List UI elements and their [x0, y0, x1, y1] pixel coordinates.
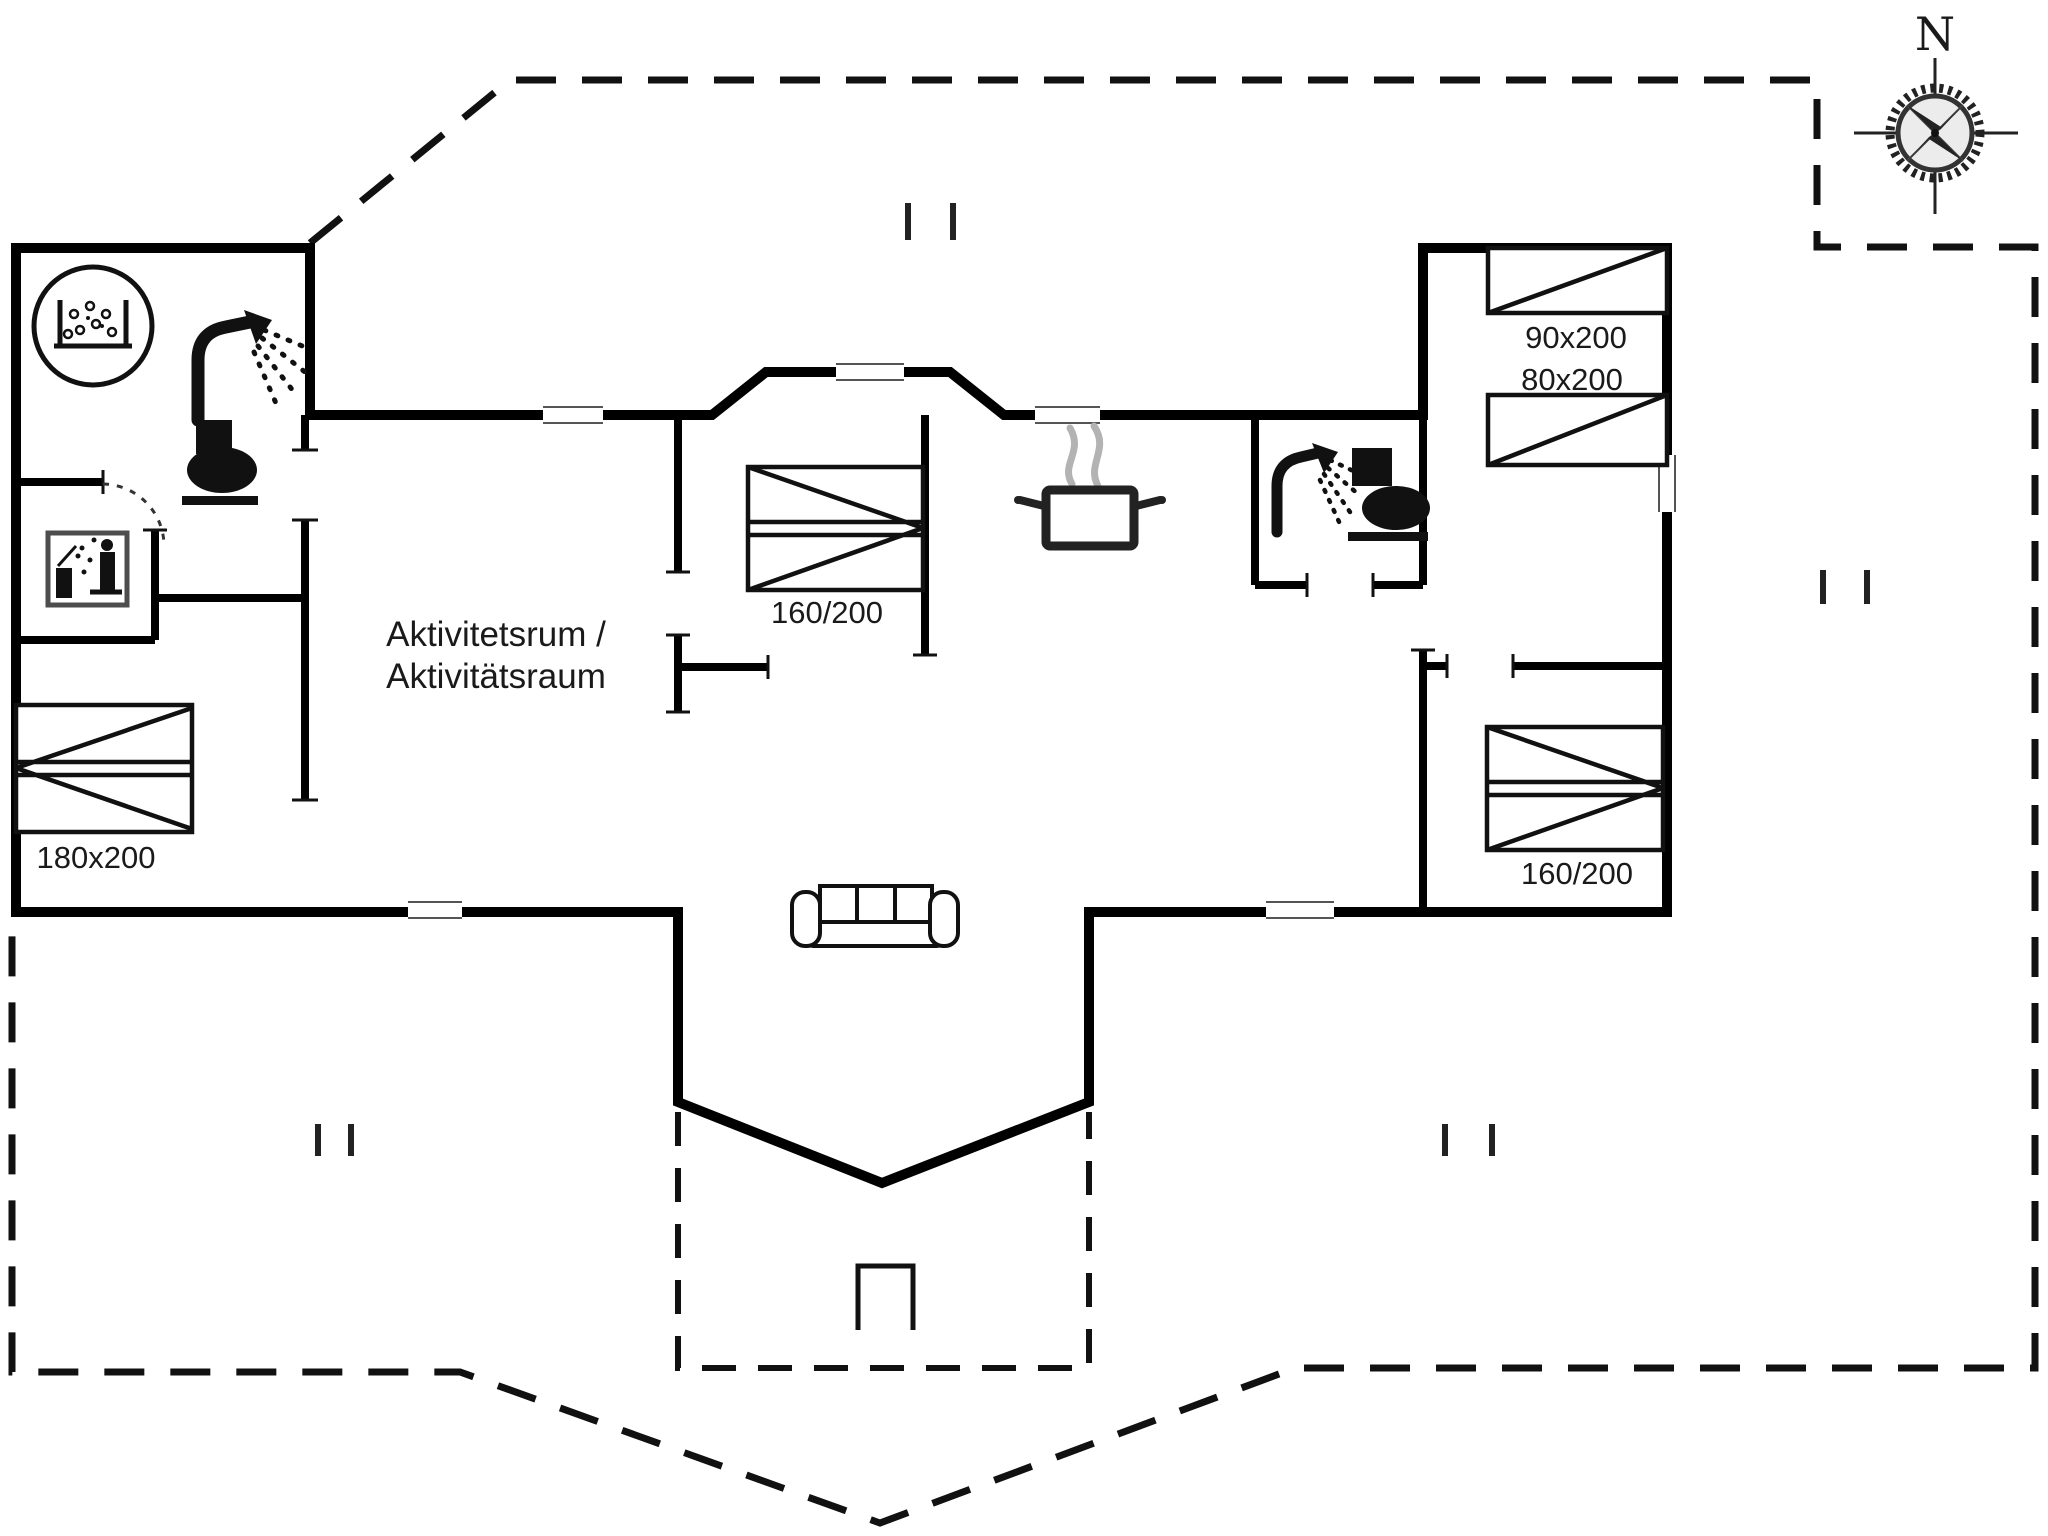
bed-label-northeast-top: 90x200 [1525, 320, 1627, 355]
window-north-2 [836, 361, 904, 383]
beds [13, 245, 1670, 853]
windows [408, 361, 1678, 921]
cooking-pot-icon [1014, 422, 1166, 551]
door-swing-arc [102, 482, 166, 546]
window-north-1 [543, 404, 603, 426]
opening-mark-bottom-right [1442, 1124, 1495, 1156]
bed-northeast-bottom-single [1485, 392, 1670, 468]
opening-mark-bottom-left [315, 1124, 354, 1156]
bed-label-northeast-bottom: 80x200 [1521, 362, 1623, 397]
bed-label-southwest: 180x200 [37, 840, 156, 875]
activity-room-label-line1: Aktivitetsrum / [386, 615, 606, 654]
whirlpool-tub-icon [31, 264, 155, 388]
opening-mark-top [905, 203, 956, 240]
wall-end-ticks [101, 448, 1515, 802]
bed-northeast-top-single [1485, 245, 1670, 316]
sofa-icon [790, 884, 960, 948]
toilet-icon [182, 420, 258, 505]
window-south-west [408, 899, 462, 921]
shower-icon-2 [1271, 443, 1367, 538]
middle-terrace-dashed [675, 1112, 1092, 1371]
bed-southwest-double [13, 702, 195, 835]
north-label: N [1915, 7, 1955, 61]
toilet-icon-2 [1348, 448, 1430, 541]
opening-mark-right [1820, 570, 1870, 604]
bed-label-southeast: 160/200 [1521, 856, 1633, 891]
bed-label-middle: 160/200 [771, 595, 883, 630]
terrace-boundary [8, 76, 2039, 1527]
bed-southeast-double [1484, 724, 1666, 853]
sauna-icon [45, 530, 130, 608]
window-south-east [1266, 899, 1334, 921]
boundary-opening-marks [315, 203, 1870, 1156]
plot-outline-dashed [8, 76, 2039, 1527]
compass-rose-icon: N [1854, 7, 2018, 214]
house-walls [11, 243, 1672, 1189]
shower-icon [191, 310, 315, 427]
window-north-3 [1035, 404, 1100, 426]
activity-room-label-line2: Aktivitätsraum [386, 657, 606, 696]
labels: Aktivitetsrum / Aktivitätsraum 180x200 1… [37, 320, 1634, 891]
terrace-step [855, 1263, 916, 1330]
bed-middle-double [745, 464, 926, 593]
